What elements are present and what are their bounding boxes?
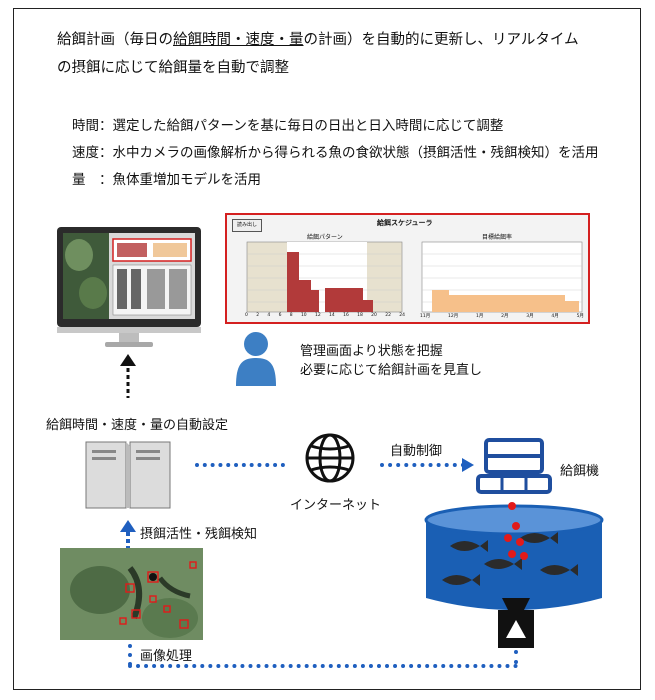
- arrow-right-icon: [462, 456, 476, 474]
- link-internet-feeder: [380, 463, 465, 467]
- auto-control-label: 自動制御: [390, 440, 442, 459]
- globe-icon: [302, 430, 358, 486]
- scheduler-charts: [227, 215, 588, 322]
- camera-icon: [494, 596, 538, 652]
- feeding-detection-label: 摂餌活性・残餌検知: [140, 523, 257, 542]
- detail-amount: 量 ：魚体重増加モデルを活用: [72, 168, 261, 188]
- server-icon: [82, 438, 182, 513]
- feeder-label: 給餌機: [560, 460, 599, 479]
- link-photo-down: [128, 644, 132, 666]
- detail-time: 時間：選定した給餌パターンを基に毎日の日出と日入時間に応じて調整: [72, 114, 503, 134]
- arrow-up-icon: [118, 352, 138, 400]
- link-camera-down: [514, 650, 518, 664]
- link-camera-photo: [128, 664, 518, 668]
- headline-line-2: の摂餌に応じて給餌量を自動で調整: [57, 54, 617, 82]
- headline: 給餌計画（毎日の給餌時間・速度・量の計画）を自動的に更新し、リアルタイム の摂餌…: [57, 26, 617, 82]
- arrow-up-icon: [118, 518, 138, 548]
- link-server-internet: [195, 463, 285, 467]
- underwater-photo: [60, 548, 203, 640]
- image-processing-label: 画像処理: [140, 645, 192, 664]
- camera-label: 水中カメラ: [545, 622, 610, 641]
- detail-speed: 速度：水中カメラの画像解析から得られる魚の食欲状態（摂餌活性・残餌検知）を活用: [72, 141, 599, 161]
- headline-line-1: 給餌計画（毎日の給餌時間・速度・量の計画）を自動的に更新し、リアルタイム: [57, 26, 617, 54]
- person-icon: [232, 330, 280, 388]
- auto-setting-label: 給餌時間・速度・量の自動設定: [46, 414, 228, 433]
- internet-label: インターネット: [290, 494, 381, 513]
- monitor-icon: [55, 225, 205, 350]
- feeder-icon: [476, 438, 556, 498]
- manager-note: 管理画面より状態を把握 必要に応じて給餌計画を見直し: [300, 342, 482, 380]
